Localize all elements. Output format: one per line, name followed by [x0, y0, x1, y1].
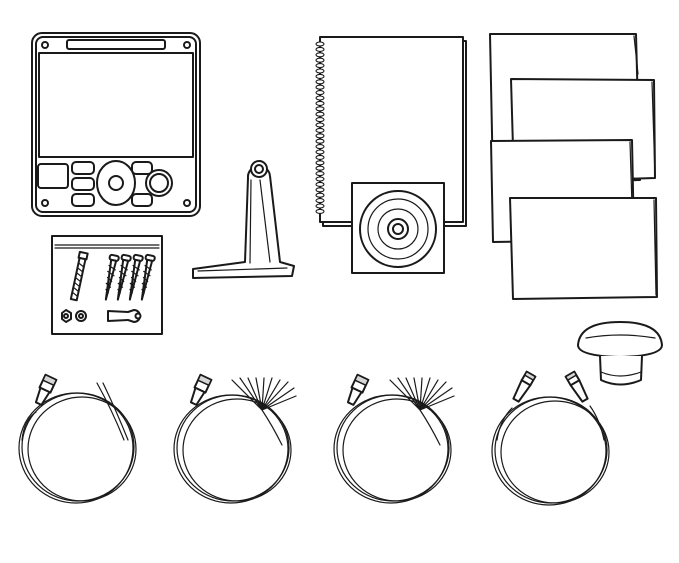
spiral-ring [316, 128, 324, 132]
spiral-ring [316, 166, 324, 170]
document-stack-icon [490, 34, 657, 299]
spiral-ring [316, 172, 324, 176]
spiral-ring [316, 80, 324, 84]
chartplotter-display-icon [32, 33, 200, 216]
spiral-ring [316, 96, 324, 100]
spiral-ring [316, 204, 324, 208]
spiral-ring [316, 139, 324, 143]
spiral-ring [316, 155, 324, 159]
spiral-ring [316, 64, 324, 68]
spiral-ring [316, 101, 324, 105]
spiral-ring [316, 74, 324, 78]
spiral-ring [316, 134, 324, 138]
spiral-ring [316, 188, 324, 192]
spiral-ring [316, 112, 324, 116]
spiral-ring [316, 182, 324, 186]
spiral-ring [316, 150, 324, 154]
spiral-ring [316, 177, 324, 181]
spiral-ring [316, 199, 324, 203]
spiral-ring [316, 193, 324, 197]
spiral-ring [316, 118, 324, 122]
spiral-ring [316, 145, 324, 149]
bracket-icon [193, 161, 294, 278]
spiral-ring [316, 161, 324, 165]
cd-disc-icon [352, 183, 444, 273]
spiral-ring [316, 42, 324, 46]
cable-coil-icon [334, 375, 454, 503]
spiral-ring [316, 69, 324, 73]
cable-coil-icon [492, 372, 609, 505]
spiral-ring [316, 47, 324, 51]
spiral-ring [316, 107, 324, 111]
spiral-ring [316, 85, 324, 89]
spiral-ring [316, 91, 324, 95]
cable-coil-icon [174, 375, 296, 503]
spiral-ring [316, 58, 324, 62]
spiral-ring [316, 123, 324, 127]
cable-coil-icon [19, 375, 136, 503]
spiral-ring [316, 53, 324, 57]
gps-antenna-icon [578, 322, 662, 385]
spiral-ring [316, 209, 324, 213]
fastener-kit-icon [52, 236, 162, 334]
